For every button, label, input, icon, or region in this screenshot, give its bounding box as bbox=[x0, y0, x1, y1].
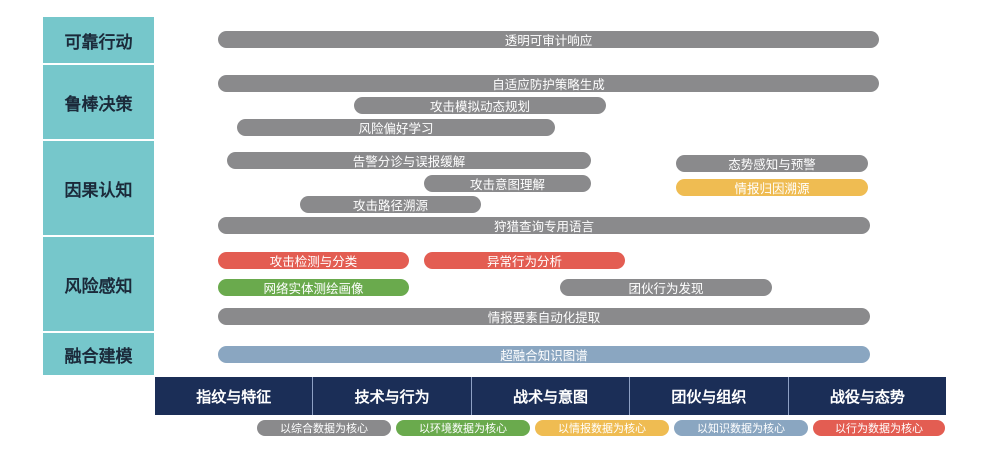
footer-fingerprint-features: 指纹与特征 bbox=[155, 377, 314, 415]
footer-group-organization: 团伙与组织 bbox=[630, 377, 789, 415]
bar-adaptive-defense-strategy: 自适应防护策略生成 bbox=[218, 75, 879, 92]
bar-anomaly-analysis: 异常行为分析 bbox=[424, 252, 625, 269]
legend-intelligence-data: 以情报数据为核心 bbox=[535, 420, 669, 436]
bar-attack-path-tracing: 攻击路径溯源 bbox=[300, 196, 481, 213]
bar-risk-preference-learning: 风险偏好学习 bbox=[237, 119, 555, 136]
bar-attack-simulation-planning: 攻击模拟动态规划 bbox=[354, 97, 606, 114]
footer-campaign-situation: 战役与态势 bbox=[829, 387, 905, 406]
row-label-causal-cognition: 因果认知 bbox=[43, 141, 154, 237]
legend-behavior-data: 以行为数据为核心 bbox=[813, 420, 945, 436]
bar-intel-element-extraction: 情报要素自动化提取 bbox=[218, 308, 870, 325]
row-label-robust-decision: 鲁棒决策 bbox=[43, 65, 154, 141]
bar-intel-attribution: 情报归因溯源 bbox=[676, 179, 868, 196]
footer-category-bar: 指纹与特征 技术与行为 战术与意图 团伙与组织 战役与态势 bbox=[155, 377, 946, 415]
bar-group-behavior-discovery: 团伙行为发现 bbox=[560, 279, 772, 296]
legend-knowledge-data: 以知识数据为核心 bbox=[674, 420, 808, 436]
legend-environment-data: 以环境数据为核心 bbox=[396, 420, 530, 436]
bar-situation-awareness: 态势感知与预警 bbox=[676, 155, 868, 172]
row-label-reliable-action: 可靠行动 bbox=[43, 17, 154, 65]
row-label-risk-perception: 风险感知 bbox=[43, 237, 154, 333]
bar-network-entity-profiling: 网络实体测绘画像 bbox=[218, 279, 409, 296]
bar-transparent-auditable-response: 透明可审计响应 bbox=[218, 31, 879, 48]
row-label-fusion-modeling: 融合建模 bbox=[43, 333, 154, 377]
bar-alert-triage: 告警分诊与误报缓解 bbox=[227, 152, 591, 169]
bar-attack-intent: 攻击意图理解 bbox=[424, 175, 591, 192]
bar-attack-detection: 攻击检测与分类 bbox=[218, 252, 409, 269]
footer-tactics-intent: 战术与意图 bbox=[472, 377, 631, 415]
bar-hyper-fusion-knowledge-graph: 超融合知识图谱 bbox=[218, 346, 870, 363]
legend-comprehensive-data: 以综合数据为核心 bbox=[257, 420, 391, 436]
bar-hunting-query-language: 狩猎查询专用语言 bbox=[218, 217, 870, 234]
footer-technique-behavior: 技术与行为 bbox=[313, 377, 472, 415]
